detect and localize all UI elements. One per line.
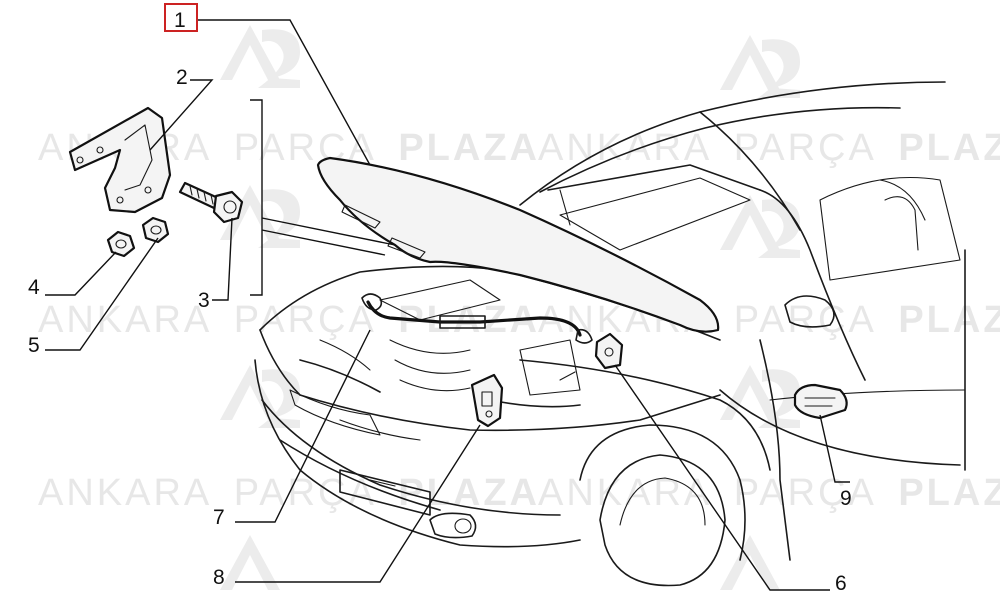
leader-line-8: [235, 424, 481, 583]
callout-highlight-box: [164, 3, 198, 32]
part-bolt: [178, 181, 244, 224]
part-release-handle: [793, 383, 848, 420]
bracket-leader: [261, 229, 386, 256]
callout-9[interactable]: 9: [840, 487, 852, 510]
part-nut-4: [106, 230, 136, 258]
leader-line-6: [614, 364, 830, 591]
callout-6[interactable]: 6: [835, 572, 847, 595]
watermark-logo: [720, 195, 800, 258]
watermark-text: ANKARA PARÇA PLAZA: [538, 127, 1000, 169]
callout-1[interactable]: 1: [174, 9, 186, 32]
leader-line-7: [235, 329, 371, 523]
part-prop-rod: [361, 293, 593, 344]
leader-line-4: [45, 251, 117, 296]
leader-line-5: [45, 237, 159, 351]
leader-line-1: [198, 19, 371, 166]
callout-8[interactable]: 8: [213, 566, 225, 589]
watermark-text: ANKARA PARÇA PLAZA: [38, 299, 540, 341]
callout-7[interactable]: 7: [213, 506, 225, 529]
watermark-logo: [720, 365, 800, 428]
callout-3[interactable]: 3: [198, 289, 210, 312]
bracket-leader: [261, 217, 396, 246]
part-hinge: [68, 106, 172, 214]
watermark-text: ANKARA PARÇA PLAZA: [38, 472, 540, 514]
leader-line-3: [212, 217, 233, 301]
callout-2[interactable]: 2: [176, 66, 188, 89]
part-latch-bracket: [594, 332, 624, 370]
part-nut-5: [141, 216, 170, 244]
part-latch: [470, 373, 504, 428]
watermark-text: ANKARA PARÇA PLAZA: [538, 472, 1000, 514]
callout-5[interactable]: 5: [28, 334, 40, 357]
car-body-illustration: [254, 81, 966, 587]
watermark-logo: [220, 535, 780, 590]
watermark-logo: [720, 35, 800, 98]
watermark-logo: [220, 365, 300, 428]
group-bracket: [250, 99, 263, 296]
leader-line-2: [149, 79, 214, 151]
leader-line-9: [819, 414, 850, 483]
watermark-logo: [220, 25, 300, 88]
callout-4[interactable]: 4: [28, 276, 40, 299]
watermark-layer: ANKARA PARÇA PLAZA ANKARA PARÇA PLAZA AN…: [38, 25, 1000, 590]
watermark-logo: [220, 185, 300, 248]
